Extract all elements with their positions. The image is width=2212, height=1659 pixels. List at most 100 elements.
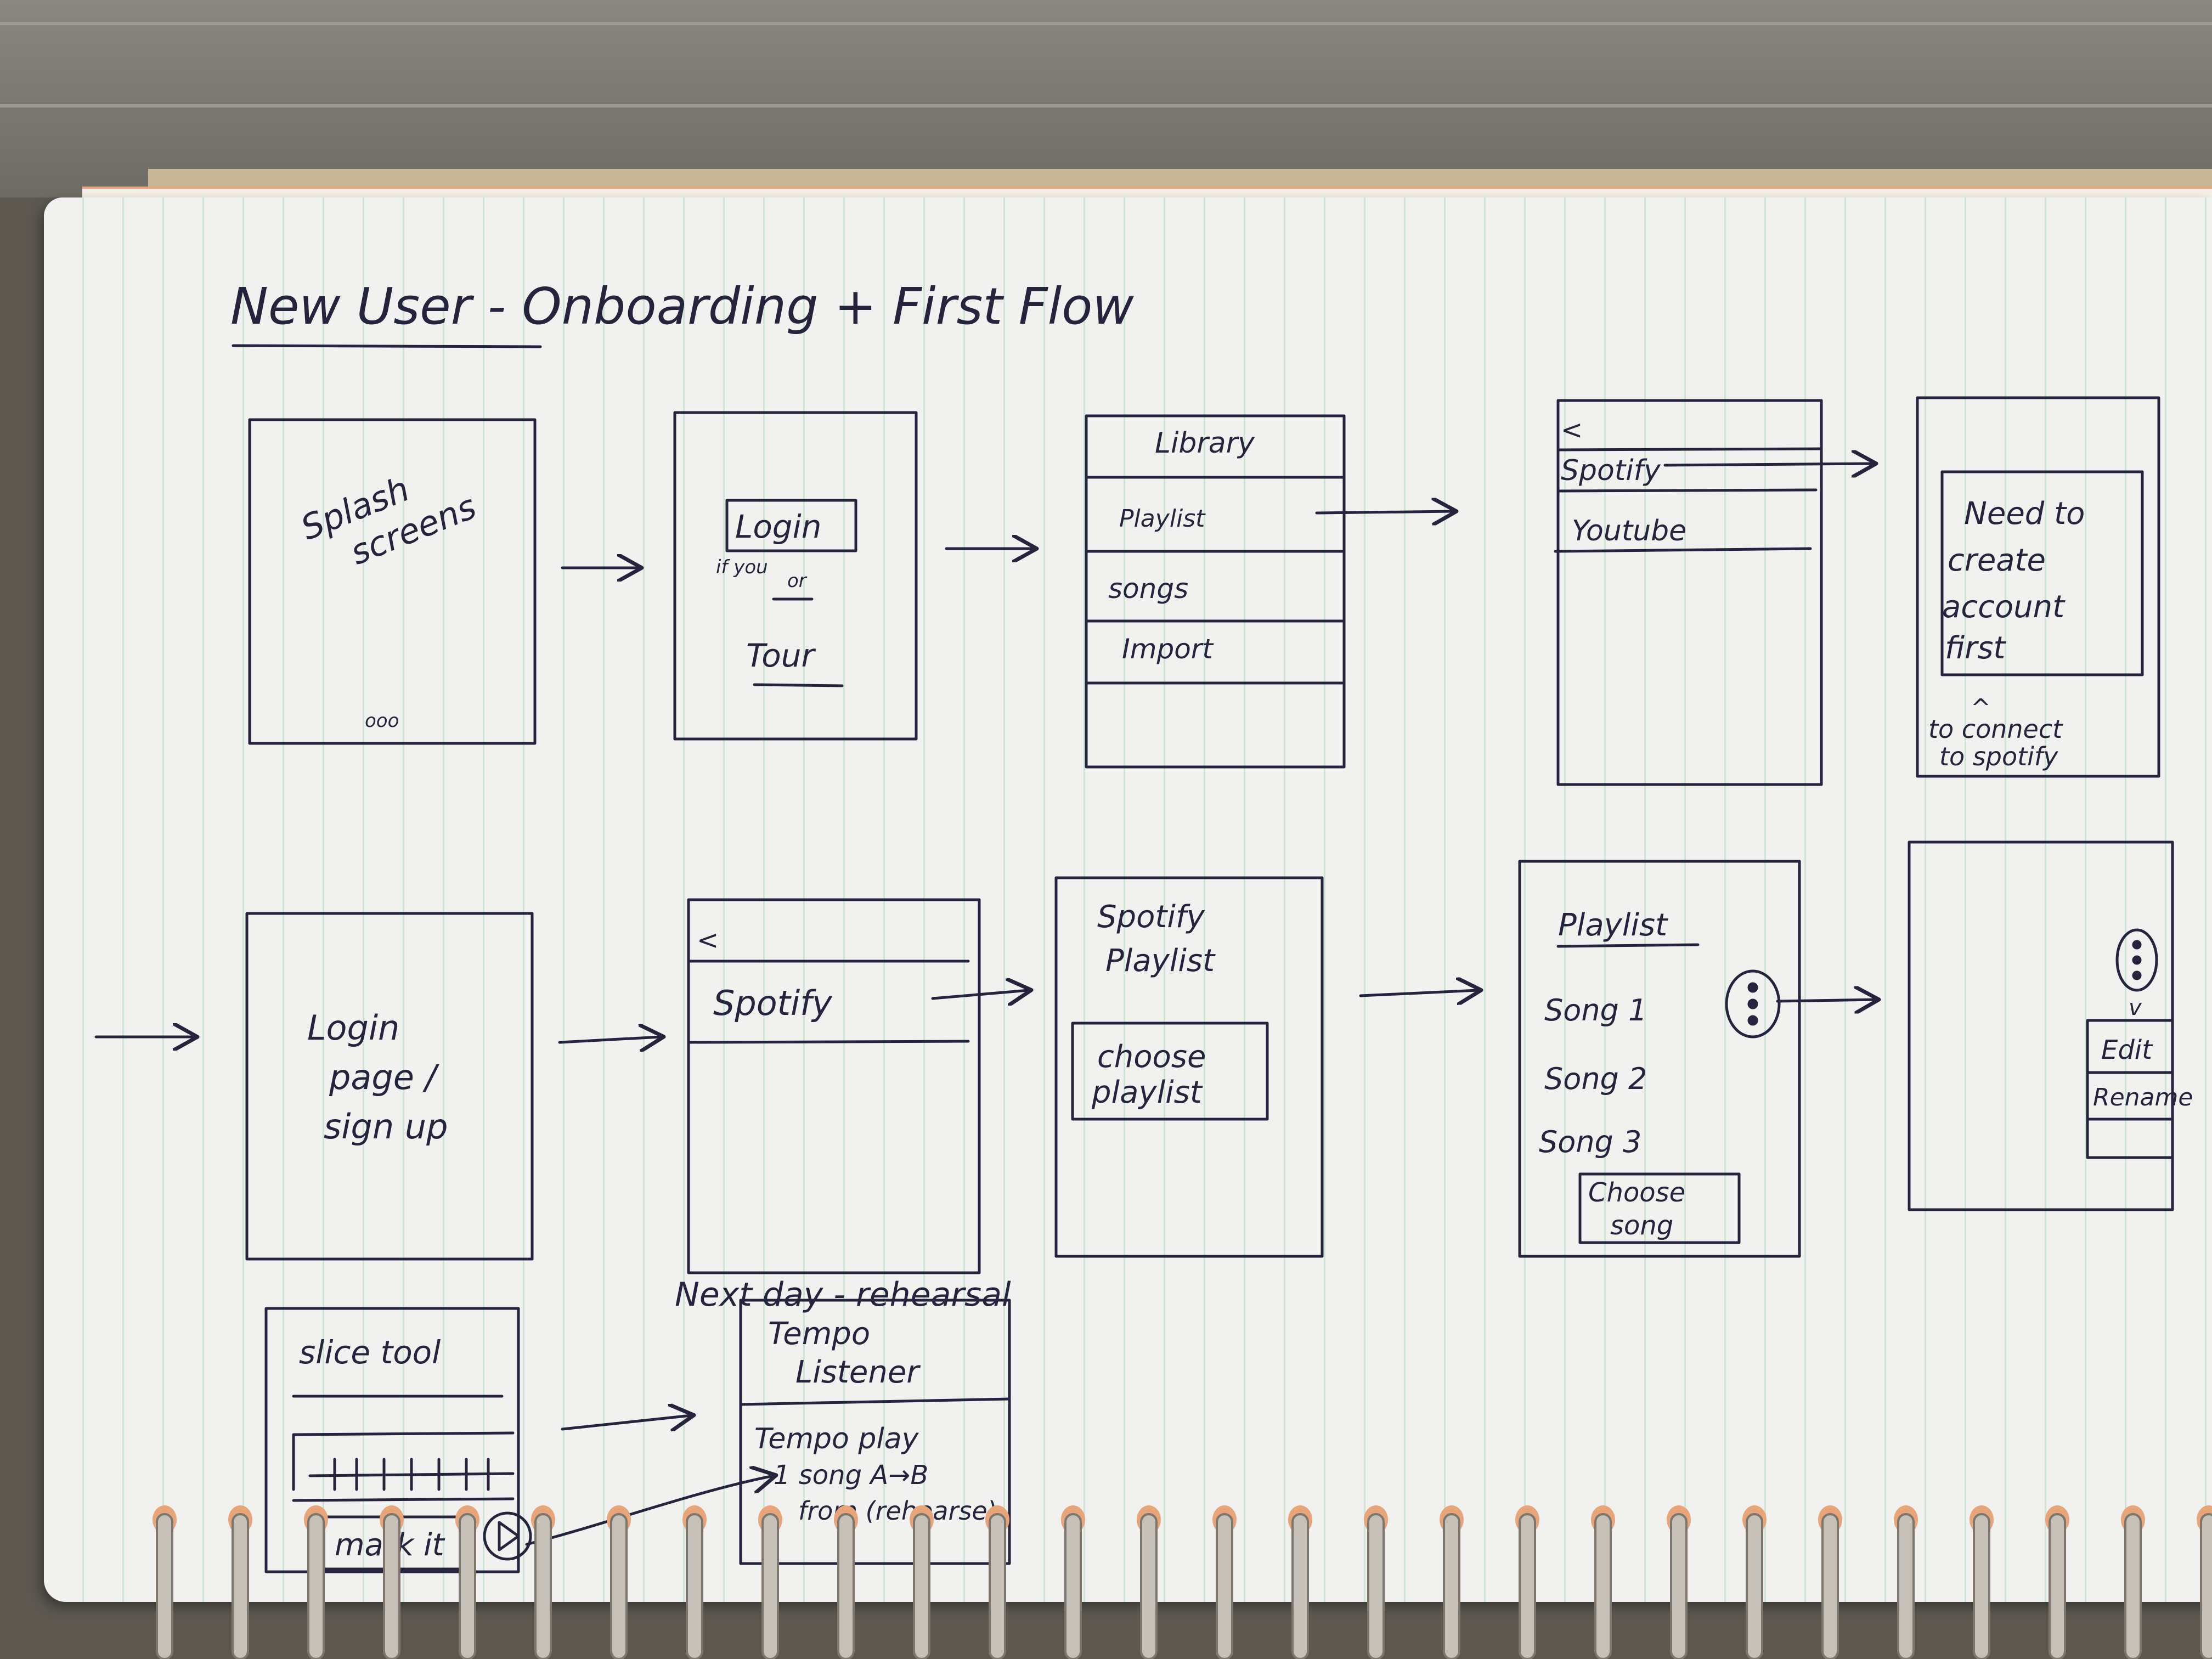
binding-ring	[1973, 1513, 1990, 1659]
spiral-binding	[153, 1505, 2212, 1659]
flow-arrow	[561, 1415, 691, 1429]
flow-arrow	[1663, 464, 1874, 465]
pagination-dots: ooo	[365, 710, 399, 732]
library-item-playlist[interactable]: Playlist	[1119, 505, 1206, 533]
playlist-songs-screen: Playlist Song 1 Song 2 Song 3 Choose son…	[1518, 860, 1801, 1258]
song-item[interactable]: Song 2	[1544, 1062, 1647, 1096]
login-page-line: Login	[307, 1008, 399, 1048]
page-title: New User - Onboarding + First Flow	[230, 277, 1134, 336]
account-note: to connect	[1928, 714, 2063, 744]
library-screen: Library Playlist songs Import	[1085, 414, 1346, 769]
dialog-line: account	[1942, 589, 2066, 625]
button-label: Choose	[1588, 1177, 1685, 1208]
login-tour-screen: Login if you or Tour	[673, 411, 918, 741]
binding-ring	[610, 1513, 628, 1659]
service-item-spotify[interactable]: Spotify	[1561, 454, 1661, 487]
flow-arrow	[525, 1476, 774, 1546]
dialog-line: Need to	[1964, 496, 2085, 532]
song-item[interactable]: Song 1	[1544, 993, 1647, 1028]
binding-ring	[686, 1513, 703, 1659]
tempo-listener-screen: Tempo Listener Tempo play 1 song A→B fro…	[739, 1299, 1011, 1565]
binding-ring	[1064, 1513, 1082, 1659]
button-label: choose	[1097, 1039, 1206, 1075]
play-button[interactable]	[483, 1511, 532, 1561]
more-options-icon[interactable]	[1725, 969, 1781, 1039]
binding-ring	[837, 1513, 855, 1659]
login-page-line: sign up	[324, 1107, 448, 1147]
login-page-screen: Login page / sign up	[245, 912, 534, 1261]
screen-title: Listener	[795, 1355, 921, 1390]
binding-ring	[2200, 1513, 2212, 1659]
dropdown-menu	[2086, 1019, 2174, 1159]
back-icon: <	[1561, 415, 1583, 445]
rehearsal-note: Next day - rehearsal	[675, 1276, 1011, 1314]
library-item-songs[interactable]: songs	[1108, 573, 1188, 605]
binding-ring	[156, 1513, 173, 1659]
library-header: Library	[1155, 427, 1255, 460]
caret-down-icon: v	[2129, 995, 2142, 1020]
flow-arrow	[1776, 1000, 1876, 1001]
title-underline	[232, 344, 542, 348]
dialog-line: create	[1948, 543, 2046, 578]
binding-ring	[534, 1513, 552, 1659]
tour-label: Tour	[746, 637, 816, 674]
binding-ring	[1821, 1513, 1839, 1659]
binding-ring	[1367, 1513, 1385, 1659]
button-label: playlist	[1091, 1075, 1203, 1110]
binding-ring	[1670, 1513, 1688, 1659]
service-item-youtube[interactable]: Youtube	[1572, 515, 1686, 548]
binding-ring	[989, 1513, 1006, 1659]
binding-ring	[1443, 1513, 1460, 1659]
screen-title: slice tool	[299, 1334, 441, 1371]
caret-up-icon: ^	[1971, 694, 1991, 722]
screen-title: Spotify	[1097, 899, 1205, 935]
spotify-playlist-screen: Spotify Playlist choose playlist	[1054, 876, 1324, 1258]
menu-item-rename[interactable]: Rename	[2093, 1084, 2193, 1111]
account-required-screen: Need to create account first ^ to connec…	[1916, 396, 2160, 778]
flow-arrow	[558, 1037, 661, 1042]
binding-ring	[1519, 1513, 1536, 1659]
back-icon: <	[697, 925, 719, 956]
services-screen: < Spotify Youtube	[1554, 399, 1823, 786]
login-button[interactable]	[725, 499, 857, 552]
binding-ring	[913, 1513, 930, 1659]
slice-tool-screen: slice tool mark it	[264, 1307, 532, 1573]
flow-arrow	[1315, 511, 1454, 513]
binding-ring	[2124, 1513, 2142, 1659]
flow-arrow	[931, 990, 1029, 998]
spotify-source-screen: < Spotify	[687, 898, 981, 1274]
binding-ring	[1897, 1513, 1915, 1659]
tempo-line: Tempo play	[754, 1423, 919, 1455]
binding-ring	[459, 1513, 476, 1659]
tour-link[interactable]	[753, 683, 844, 687]
or-label: or	[787, 570, 808, 592]
choose-playlist-button[interactable]	[1071, 1022, 1269, 1121]
binding-ring	[1216, 1513, 1233, 1659]
play-icon	[498, 1521, 520, 1551]
screen-title: Playlist	[1105, 943, 1216, 979]
binding-ring	[1140, 1513, 1158, 1659]
binding-ring	[383, 1513, 400, 1659]
source-item-spotify[interactable]: Spotify	[713, 983, 833, 1023]
choose-song-button[interactable]	[1578, 1172, 1741, 1244]
wall-stripe	[0, 22, 2212, 25]
screen-title: Tempo	[768, 1316, 870, 1352]
binding-ring	[307, 1513, 325, 1659]
menu-item-edit[interactable]: Edit	[2101, 1035, 2153, 1065]
dialog-line: first	[1945, 630, 2006, 666]
wall-background	[0, 0, 2212, 198]
login-page-line: page /	[329, 1057, 440, 1097]
binding-ring	[1594, 1513, 1612, 1659]
library-item-import[interactable]: Import	[1122, 633, 1214, 665]
wall-stripe	[0, 104, 2212, 108]
binding-ring	[1291, 1513, 1309, 1659]
button-label: song	[1610, 1210, 1673, 1241]
binding-ring	[761, 1513, 779, 1659]
binding-ring	[1746, 1513, 1763, 1659]
page-edges	[82, 187, 2212, 199]
tempo-line: 1 song A→B	[774, 1460, 928, 1491]
options-menu-screen: v Edit Rename	[1908, 840, 2193, 1211]
song-item[interactable]: Song 3	[1539, 1125, 1641, 1159]
more-options-icon[interactable]	[2115, 928, 2158, 992]
